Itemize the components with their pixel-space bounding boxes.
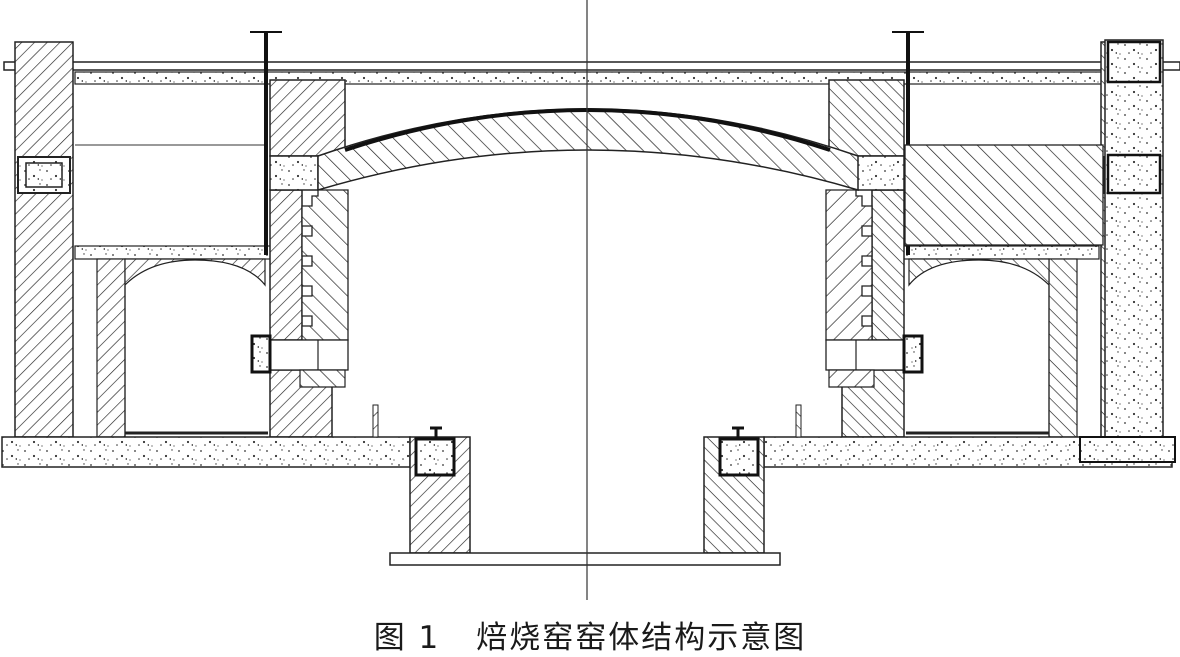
- figure-caption: 图 1 焙烧窑窑体结构示意图: [0, 612, 1180, 657]
- right-half: [702, 30, 1174, 555]
- right-column-concrete: [1104, 39, 1164, 438]
- kiln-structure-diagram: [0, 0, 1180, 600]
- bottom-plate: [389, 552, 781, 566]
- figure-label: 图 1: [373, 620, 441, 656]
- figure-title: 焙烧窑窑体结构示意图: [476, 620, 807, 656]
- top-tie-rod: [3, 61, 1180, 71]
- right-upper-block: [904, 144, 1104, 246]
- roof-slab: [74, 71, 1106, 85]
- left-half: [0, 30, 472, 555]
- kiln-arch: [317, 108, 859, 192]
